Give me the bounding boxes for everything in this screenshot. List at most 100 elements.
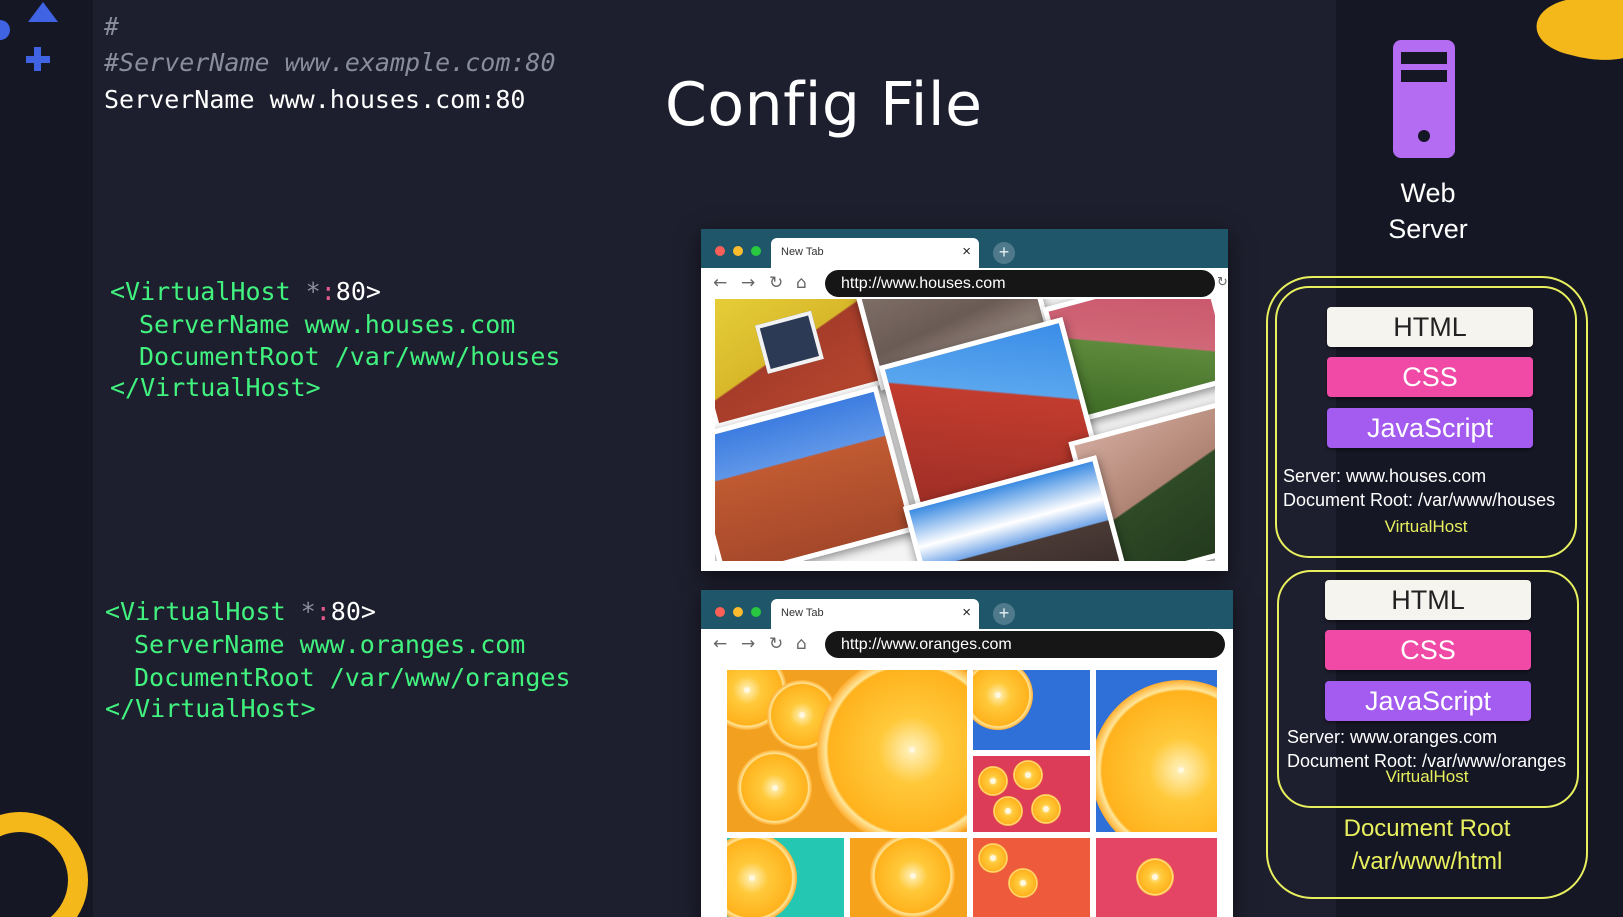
circle-shape xyxy=(0,20,10,40)
orange-slice xyxy=(1013,760,1043,790)
new-tab-button[interactable]: + xyxy=(993,242,1015,264)
tab-title: New Tab xyxy=(781,246,824,258)
plus-shape-horizontal xyxy=(26,56,50,63)
web-server-label-line1: Web xyxy=(1400,178,1456,208)
default-docroot-path: /var/www/html xyxy=(1351,848,1503,875)
home-icon[interactable]: ⌂ xyxy=(796,273,807,293)
reload-icon[interactable]: ↻ xyxy=(769,634,784,654)
reload-icon[interactable]: ↻ xyxy=(769,273,784,293)
orange-slice xyxy=(1136,858,1174,896)
virtualhost-tag: VirtualHost xyxy=(1385,767,1469,786)
web-server-label-line2: Server xyxy=(1388,214,1468,244)
orange-slice xyxy=(737,750,812,825)
servername-key: ServerName xyxy=(139,310,290,339)
new-tab-button[interactable]: + xyxy=(993,603,1015,625)
css-pill: CSS xyxy=(1325,630,1531,670)
orange-slice xyxy=(978,766,1008,796)
default-docroot-label: Document Root xyxy=(1343,815,1511,842)
window-shape xyxy=(754,310,824,374)
vhost-servername-line: ServerName www.houses.com xyxy=(139,310,515,340)
orange-slice xyxy=(978,843,1008,873)
orange-tile-teal xyxy=(727,838,844,917)
vhost-close-tag: </VirtualHost> xyxy=(105,694,316,723)
host-docroot-line: Document Root: /var/www/houses xyxy=(1283,490,1556,510)
vhost-open-tag: <VirtualHost *:80> xyxy=(110,277,381,307)
default-document-root: Document Root /var/www/html xyxy=(1298,812,1556,878)
web-server-container-box xyxy=(1266,276,1588,899)
close-window-dot[interactable] xyxy=(715,607,725,617)
tab-close-icon[interactable]: × xyxy=(962,243,971,260)
minimize-window-dot[interactable] xyxy=(733,607,743,617)
vhost-port: 80> xyxy=(335,277,381,306)
docroot-value: /var/www/houses xyxy=(334,342,561,371)
browser-navbar: ← → ↻ ⌂ http://www.houses.com ↻ xyxy=(701,268,1228,299)
host-docroot-line: Document Root: /var/www/oranges xyxy=(1287,751,1567,771)
refresh-small-icon[interactable]: ↻ xyxy=(1217,275,1228,290)
orange-tile-coral xyxy=(973,838,1090,917)
tab-close-icon[interactable]: × xyxy=(962,604,971,621)
orange-slice xyxy=(993,796,1023,826)
vhost-wildcard: * xyxy=(300,597,316,626)
orange-slice xyxy=(973,670,1033,730)
decorative-shapes xyxy=(0,2,88,917)
address-bar[interactable]: http://www.houses.com xyxy=(825,270,1215,297)
host-server-line: Server: www.houses.com xyxy=(1283,466,1487,486)
browser-tab[interactable]: New Tab × xyxy=(771,599,979,629)
browser-window-oranges: New Tab × + ← → ↻ ⌂ http://www.oranges.c… xyxy=(701,590,1233,917)
javascript-pill: JavaScript xyxy=(1325,681,1531,721)
tab-title: New Tab xyxy=(781,607,824,619)
minimize-window-dot[interactable] xyxy=(733,246,743,256)
orange-tile-blue xyxy=(973,670,1090,750)
orange-slice xyxy=(1031,794,1061,824)
maximize-window-dot[interactable] xyxy=(751,246,761,256)
host-server-line: Server: www.oranges.com xyxy=(1287,727,1498,747)
vhost-docroot-line: DocumentRoot /var/www/houses xyxy=(139,342,560,372)
orange-slice xyxy=(870,838,955,917)
forward-arrow-icon[interactable]: → xyxy=(741,634,756,654)
css-pill: CSS xyxy=(1327,357,1533,397)
server-tower-icon xyxy=(1393,40,1455,158)
vhost-open-tag: <VirtualHost *:80> xyxy=(105,597,376,627)
slide-title: Config File xyxy=(665,70,983,140)
docroot-key: DocumentRoot xyxy=(139,342,320,371)
vhost-colon: : xyxy=(315,597,331,626)
orange-tile-blue-tall xyxy=(1096,670,1217,832)
orange-tile-large xyxy=(727,670,967,832)
servername-key: ServerName xyxy=(134,630,285,659)
servername-value: www.houses.com xyxy=(304,310,516,339)
virtualhost-box-oranges xyxy=(1277,570,1579,808)
back-arrow-icon[interactable]: ← xyxy=(713,273,728,293)
maximize-window-dot[interactable] xyxy=(751,607,761,617)
vhost-wildcard: * xyxy=(305,277,321,306)
orange-slice-big xyxy=(817,670,967,832)
virtualhost-tag: VirtualHost xyxy=(1384,517,1468,536)
browser-tabbar: New Tab × + xyxy=(701,590,1233,629)
browser-tabbar: New Tab × + xyxy=(701,229,1228,268)
forward-arrow-icon[interactable]: → xyxy=(741,273,756,293)
docroot-key: DocumentRoot xyxy=(134,663,315,692)
orange-slice xyxy=(727,838,797,917)
address-bar[interactable]: http://www.oranges.com xyxy=(825,631,1225,658)
vhost-open-prefix: <VirtualHost xyxy=(110,277,306,306)
orange-tile-orange xyxy=(850,838,967,917)
html-pill: HTML xyxy=(1325,580,1531,620)
virtualhost-box-houses xyxy=(1275,286,1577,558)
home-icon[interactable]: ⌂ xyxy=(796,634,807,654)
servername-value: www.oranges.com xyxy=(299,630,526,659)
browser-window-houses: New Tab × + ← → ↻ ⌂ http://www.houses.co… xyxy=(701,229,1228,571)
vhost-close-tag: </VirtualHost> xyxy=(110,373,321,402)
vhost-colon: : xyxy=(320,277,336,306)
browser-navbar: ← → ↻ ⌂ http://www.oranges.com xyxy=(701,629,1233,660)
close-window-dot[interactable] xyxy=(715,246,725,256)
triangle-shape xyxy=(28,2,58,22)
vhost-open-prefix: <VirtualHost xyxy=(105,597,301,626)
active-servername-line: ServerName www.houses.com:80 xyxy=(104,85,526,114)
javascript-pill: JavaScript xyxy=(1327,408,1533,448)
browser-tab[interactable]: New Tab × xyxy=(771,238,979,268)
oranges-collage xyxy=(727,670,1217,917)
orange-slice xyxy=(1008,868,1038,898)
vhost-docroot-line: DocumentRoot /var/www/oranges xyxy=(134,663,571,693)
back-arrow-icon[interactable]: ← xyxy=(713,634,728,654)
docroot-value: /var/www/oranges xyxy=(329,663,571,692)
web-server-label: Web Server xyxy=(1373,175,1483,247)
